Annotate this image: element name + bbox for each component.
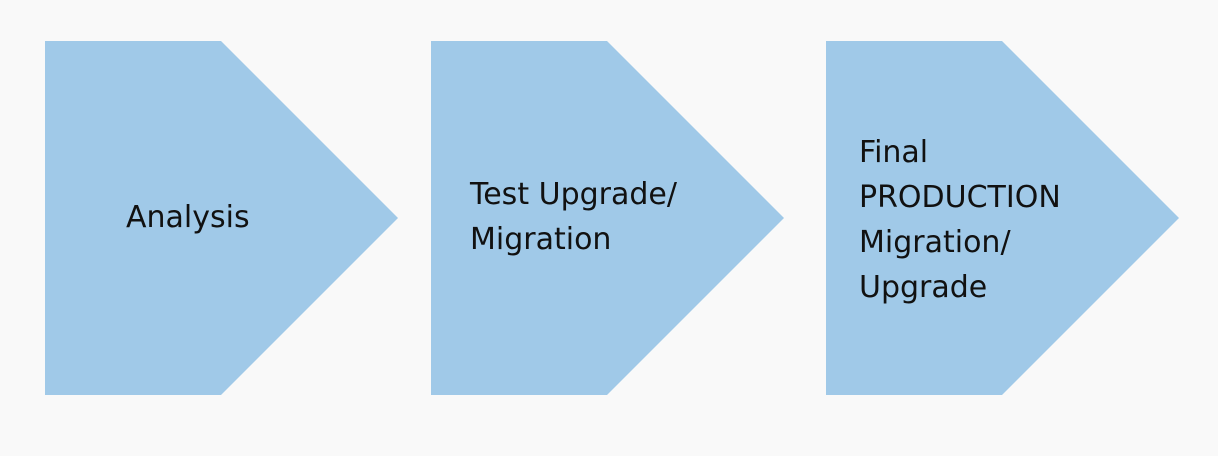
step-arrow-analysis xyxy=(45,41,398,395)
step-arrow-test-upgrade xyxy=(431,41,784,395)
step-label-test-upgrade: Test Upgrade/ Migration xyxy=(470,177,677,257)
step-arrow-final-production xyxy=(826,41,1179,395)
step-label-final-production: Final PRODUCTION Migration/ Upgrade xyxy=(859,135,1061,305)
step-label-analysis: Analysis xyxy=(126,200,250,235)
